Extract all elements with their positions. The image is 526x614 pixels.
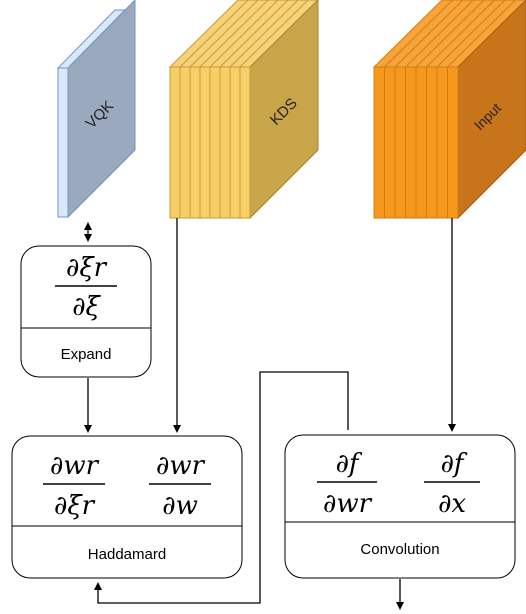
kds-slices xyxy=(169,66,251,219)
expand-numerator: ∂ξr xyxy=(66,253,108,283)
expand-label: Expand xyxy=(61,346,112,363)
expand-denominator: ∂ξ xyxy=(72,292,101,322)
convolution-frac1-denominator: ∂wr xyxy=(323,489,373,519)
haddamard-frac1-numerator: ∂wr xyxy=(50,451,100,481)
haddamard-frac2-denominator: ∂w xyxy=(162,491,198,521)
input-slices xyxy=(373,66,459,219)
expand-box: ∂ξr ∂ξ Expand xyxy=(20,245,152,378)
convolution-frac2-numerator: ∂f xyxy=(440,449,467,479)
haddamard-frac1-denominator: ∂ξr xyxy=(54,491,96,521)
convolution-box: ∂f ∂wr ∂f ∂x Convolution xyxy=(284,434,516,579)
convolution-to-haddamard-feedback xyxy=(94,371,349,604)
haddamard-box: ∂wr ∂ξr ∂wr ∂w Haddamard xyxy=(11,435,243,579)
kds-tensor: KDS xyxy=(168,0,319,220)
convolution-label: Convolution xyxy=(360,541,439,558)
vqk-tensor: VQK xyxy=(56,0,136,219)
haddamard-frac2-numerator: ∂wr xyxy=(156,451,206,481)
convolution-frac1-numerator: ∂f xyxy=(335,449,362,479)
convolution-frac2-denominator: ∂x xyxy=(438,489,466,519)
haddamard-label: Haddamard xyxy=(88,546,166,563)
input-tensor: Input xyxy=(372,0,526,220)
connectors xyxy=(84,218,456,610)
